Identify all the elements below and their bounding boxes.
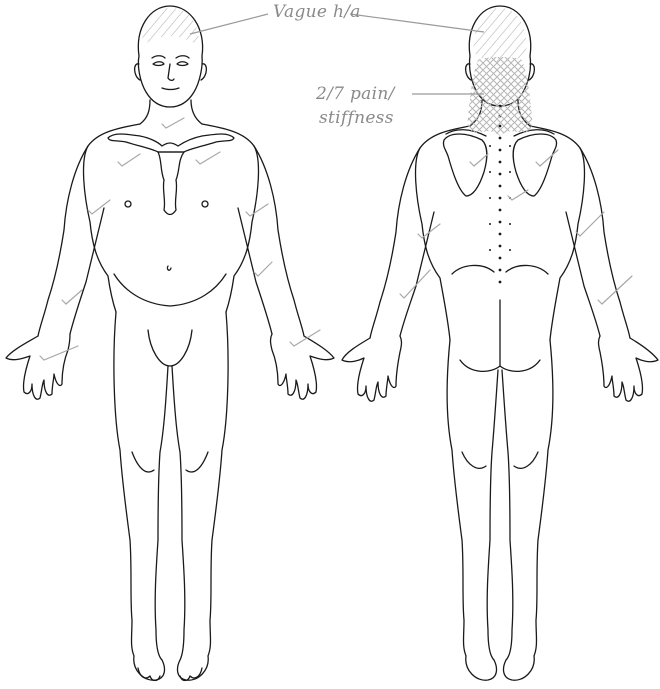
front-right-hand [271,334,335,399]
check-marks [40,118,632,360]
leader-lines [190,14,484,94]
front-sternum [158,152,184,215]
check-mark-icon [536,150,558,166]
check-mark-icon [196,152,220,164]
headache-leader-right [350,14,484,32]
back-right-scapula [513,134,556,196]
check-mark-icon [40,346,78,360]
front-left-hand [6,334,70,399]
neck-pain-hatch [468,57,533,136]
check-mark-icon [246,204,268,216]
back-left-scapula [443,134,486,196]
check-mark-icon [598,276,632,304]
check-mark-icon [162,118,184,128]
back-right-hand [599,336,659,401]
front-figure [6,6,334,681]
neck-annotation-line1: 2/7 pain/ [316,84,395,104]
back-head-hatch [474,8,526,62]
headache-leader-left [190,14,268,34]
check-mark-icon [400,270,430,298]
check-mark-icon [88,200,110,214]
front-clavicles [108,134,234,152]
neck-annotation-line2: stiffness [319,108,394,128]
check-mark-icon [254,262,272,276]
headache-annotation: Vague h/a [273,2,361,22]
check-mark-icon [118,154,140,166]
check-mark-icon [508,190,528,200]
back-left-hand [342,336,402,401]
